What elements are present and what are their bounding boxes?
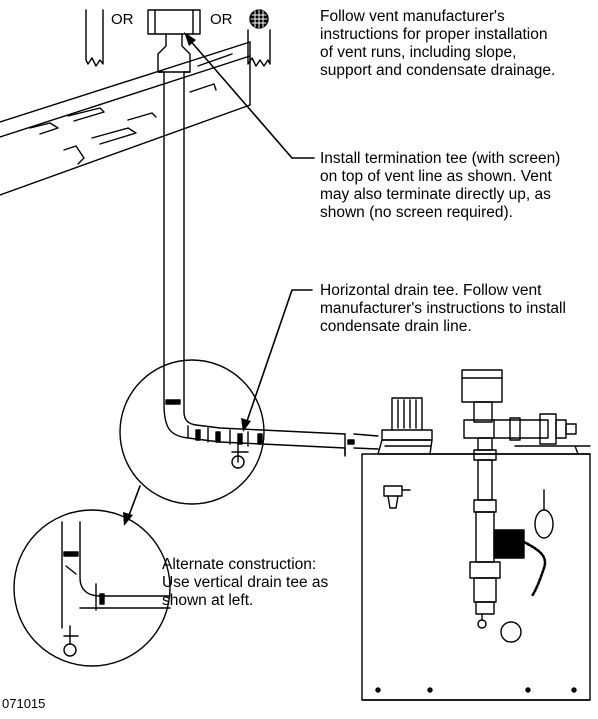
termination-tee-option: [147, 9, 201, 35]
relief-valve: [383, 485, 411, 509]
vent-manufacturer-note: Follow vent manufacturer's instructions …: [320, 8, 555, 80]
screened-termination-option: [247, 9, 271, 67]
vent-note-line-4: support and condensate drainage.: [320, 62, 556, 79]
leader-lines: [123, 32, 315, 526]
drain-tee-trap: [231, 443, 249, 469]
flue-collar: [377, 397, 433, 455]
tee-note-line-4: shown (no screen required).: [320, 204, 513, 221]
vent-note-line-3: of vent runs, including slope,: [320, 44, 517, 61]
termination-tee-note: Install termination tee (with screen) on…: [320, 150, 560, 222]
alternate-detail-circle: [13, 509, 171, 667]
alt-note-line-1: Alternate construction:: [162, 556, 317, 573]
vent-note-line-1: Follow vent manufacturer's: [320, 8, 505, 25]
vent-riser-pipe: [157, 33, 191, 413]
tee-note-line-2: on top of vent line as shown. Vent: [320, 168, 552, 185]
tee-note-line-3: may also terminate directly up, as: [320, 186, 551, 203]
horizontal-drain-tee-note: Horizontal drain tee. Follow vent manufa…: [320, 282, 566, 336]
roof: [0, 41, 251, 196]
or-label-1: OR: [111, 11, 134, 28]
vent-note-line-2: instructions for proper installation: [320, 26, 548, 43]
tee-note-line-1: Install termination tee (with screen): [320, 150, 561, 167]
straight-up-termination-option: [85, 9, 104, 67]
alt-note-line-2: Use vertical drain tee as: [162, 574, 329, 591]
drain-note-line-1: Horizontal drain tee. Follow vent: [320, 282, 542, 299]
or-label-2: OR: [210, 11, 233, 28]
detail-circle: [119, 359, 265, 505]
figure-id: 071015: [2, 696, 46, 711]
drain-note-line-2: manufacturer's instructions to install: [320, 300, 566, 317]
gas-control-assembly: [461, 369, 577, 629]
alt-note-line-3: shown at left.: [162, 592, 254, 609]
boiler: [361, 445, 591, 701]
alternate-construction-note: Alternate construction: Use vertical dra…: [162, 556, 328, 610]
horizontal-vent-run: [163, 399, 379, 457]
drain-note-line-3: condensate drain line.: [320, 318, 472, 335]
